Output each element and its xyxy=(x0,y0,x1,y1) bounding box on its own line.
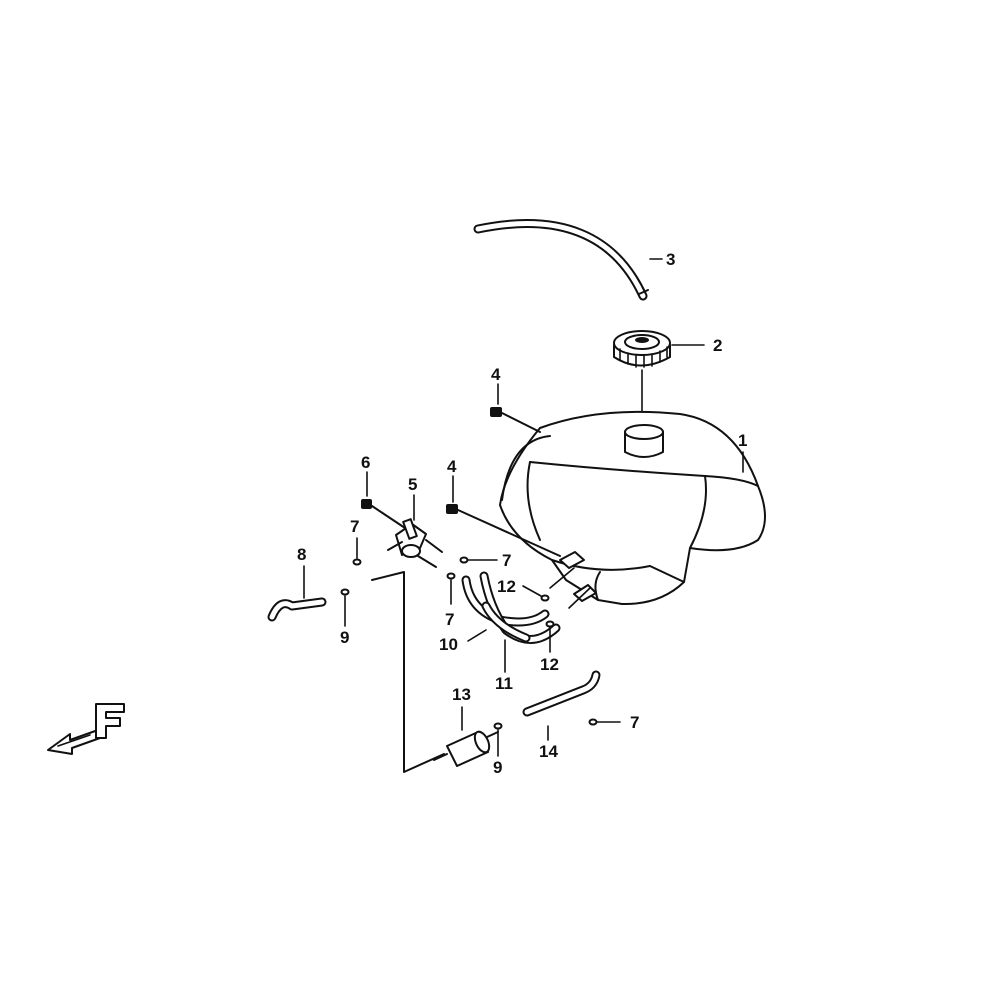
mounting-bolt-lower xyxy=(446,504,561,557)
callout-8: 8 xyxy=(297,545,306,564)
callout-2: 2 xyxy=(713,336,722,355)
fuel-cap xyxy=(613,330,671,368)
leader-lines xyxy=(303,258,744,757)
hose-clips xyxy=(340,556,598,730)
fuel-hose-short xyxy=(267,597,327,622)
callout-7-left: 7 xyxy=(350,517,359,536)
fuel-filter xyxy=(433,730,499,767)
front-direction-arrow-icon xyxy=(47,703,125,755)
callout-7-right: 7 xyxy=(502,551,511,570)
callout-9-left: 9 xyxy=(340,628,349,647)
callout-7-far-right: 7 xyxy=(630,713,639,732)
fuel-hose-long xyxy=(522,670,601,717)
callout-6: 6 xyxy=(361,453,370,472)
callout-10: 10 xyxy=(439,635,458,654)
callout-4-upper: 4 xyxy=(491,365,501,384)
callout-1: 1 xyxy=(738,431,747,450)
fuel-cock-valve xyxy=(387,518,443,568)
callout-7-lower: 7 xyxy=(445,610,454,629)
drain-hoses xyxy=(461,571,561,644)
callout-11: 11 xyxy=(495,674,513,693)
callout-4-lower: 4 xyxy=(447,457,457,476)
breather-hose xyxy=(473,219,649,301)
callout-12-upper: 12 xyxy=(497,577,516,596)
callout-3: 3 xyxy=(666,250,675,269)
callout-14: 14 xyxy=(539,742,558,761)
fuel-line-to-filter xyxy=(371,571,445,773)
callout-5: 5 xyxy=(408,475,417,494)
callout-9-lower: 9 xyxy=(493,758,502,777)
callout-12-lower: 12 xyxy=(540,655,559,674)
fuel-tank xyxy=(499,410,766,606)
mounting-bolt-upper xyxy=(490,407,541,433)
screw xyxy=(361,499,406,529)
callout-labels: 1 2 3 4 4 5 6 7 7 7 7 8 9 9 10 11 12 12 … xyxy=(297,250,747,777)
callout-13: 13 xyxy=(452,685,471,704)
